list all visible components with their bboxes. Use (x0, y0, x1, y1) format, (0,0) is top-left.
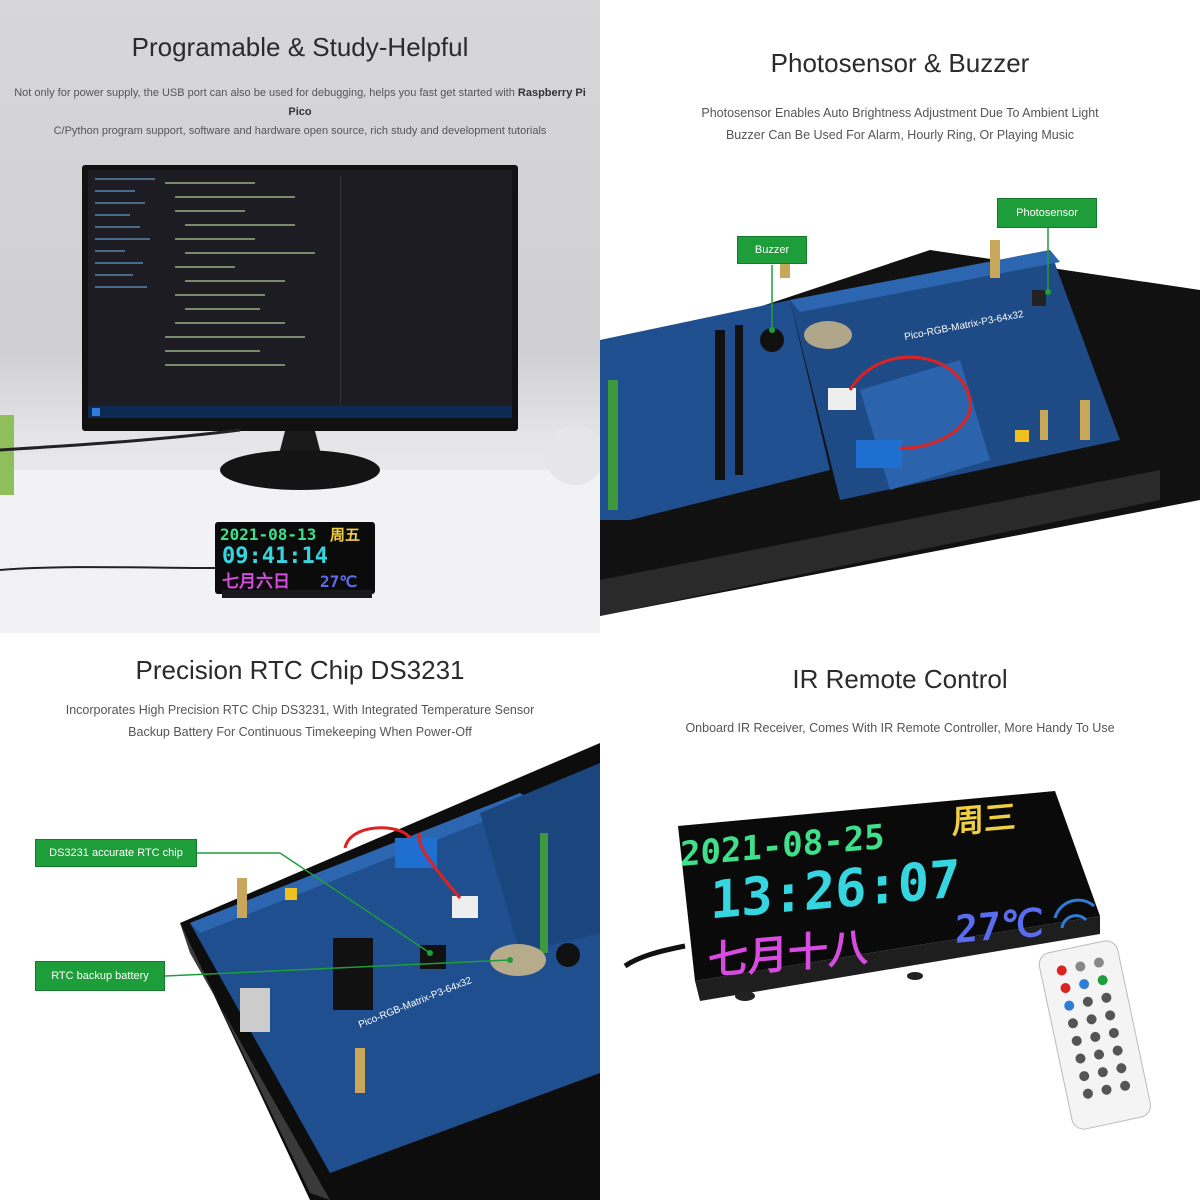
buzzer-callout-label: Buzzer (737, 236, 807, 264)
panel-title: Precision RTC Chip DS3231 (135, 655, 465, 685)
desc-text: Onboard IR Receiver, Comes With IR Remot… (685, 721, 1115, 735)
rtc-battery-callout-label: RTC backup battery (35, 961, 165, 991)
monitor-scene: 2021-08-13 周五 09:41:14 七月六日 27℃ (0, 165, 600, 633)
led-matrix-photo: 2021-08-25 周三 13:26:07 七月十八 27℃ (623, 791, 1151, 1130)
panel-programmable: Programable & Study-Helpful Not only for… (0, 0, 600, 633)
desc-text: Backup Battery For Continuous Timekeepin… (128, 725, 472, 739)
board-photo: Pico-RGB-Matrix-P3-64x32 (164, 743, 600, 1200)
desc-text: C/Python program support, software and h… (53, 125, 547, 137)
led-temperature: 27℃ (955, 900, 1043, 952)
led-weekday: 周三 (952, 798, 1016, 842)
panel-description: Incorporates High Precision RTC Chip DS3… (0, 699, 600, 743)
led-temperature: 27℃ (320, 572, 357, 591)
led-date: 2021-08-13 (220, 525, 316, 544)
panel-ir-remote: IR Remote Control Onboard IR Receiver, C… (600, 616, 1200, 1200)
desc-bold-text: Pico (288, 106, 312, 118)
desc-text: Not only for power supply, the USB port … (14, 87, 518, 99)
panel-title: IR Remote Control (792, 664, 1008, 694)
panel-description: Photosensor Enables Auto Brightness Adju… (600, 102, 1200, 146)
rtc-chip-callout-label: DS3231 accurate RTC chip (35, 839, 197, 867)
panel-description: Onboard IR Receiver, Comes With IR Remot… (600, 719, 1200, 738)
board-photo: Pico-RGB-Matrix-P3-64x32 (600, 228, 1200, 616)
desc-text: Photosensor Enables Auto Brightness Adju… (701, 106, 1099, 120)
panel-title: Programable & Study-Helpful (131, 32, 469, 62)
ir-signal-icon (1060, 914, 1088, 929)
desc-bold-text: Raspberry Pi (517, 87, 586, 99)
photosensor-callout-label: Photosensor (997, 198, 1097, 228)
panel-photosensor-buzzer: Photosensor & Buzzer Photosensor Enables… (600, 0, 1200, 616)
desc-text: Buzzer Can Be Used For Alarm, Hourly Rin… (725, 128, 1075, 142)
desc-text: Incorporates High Precision RTC Chip DS3… (65, 703, 535, 717)
ir-remote-controller (1038, 940, 1151, 1130)
led-lunar: 七月六日 (222, 571, 290, 592)
panel-title: Photosensor & Buzzer (770, 48, 1030, 78)
led-weekday: 周五 (330, 526, 360, 544)
led-time: 09:41:14 (222, 544, 328, 569)
panel-description: Not only for power supply, the USB port … (0, 84, 600, 141)
panel-rtc-chip: Precision RTC Chip DS3231 Incorporates H… (0, 633, 600, 1200)
